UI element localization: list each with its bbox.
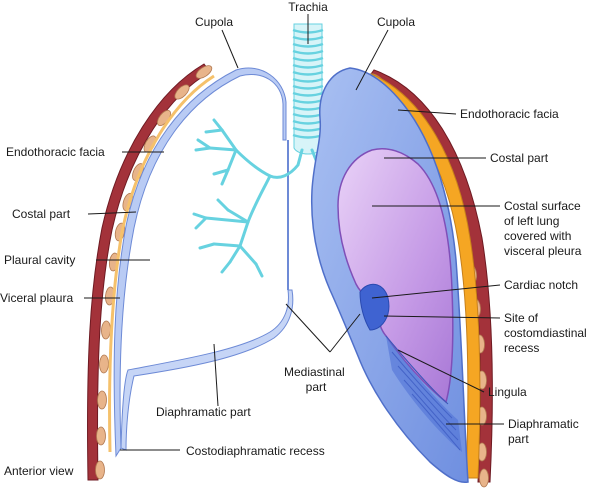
label-mediastinal-part-line-2: part	[306, 380, 327, 394]
label-cardiac-notch: Cardiac notch	[504, 278, 578, 292]
label-costal-surface-line-1: Costal surface	[504, 199, 581, 213]
right-diaphragmatic-pleura	[120, 289, 294, 451]
label-costal-surface-line-4: visceral pleura	[504, 244, 582, 258]
endothoracic-facia-right	[108, 74, 215, 453]
trachea-ring	[292, 84, 324, 90]
labels: Trachia Cupola Cupola Endothoracic facia…	[0, 0, 590, 478]
trachea-ring	[292, 77, 324, 83]
label-costal-surface-line-2: of left lung	[504, 214, 559, 228]
rib-segment	[96, 426, 106, 446]
rib-segment	[174, 84, 190, 100]
label-costal-part-left: Costal part	[490, 151, 549, 165]
cardiac-notch-shape	[359, 283, 390, 331]
trachea-rings	[292, 23, 324, 155]
trachea-ring	[292, 70, 324, 76]
trachea-ring	[292, 91, 324, 97]
label-viceral-plaura: Viceral plaura	[0, 291, 73, 305]
rib-segment	[95, 460, 105, 480]
trachea-ring	[292, 63, 324, 69]
right-pleural-sac	[113, 67, 287, 458]
trachea-ring	[292, 42, 324, 48]
label-diaphramatic-part-left-line-2: part	[508, 432, 529, 446]
lower-pleural-shadow	[386, 336, 462, 452]
label-cupola-left: Cupola	[377, 15, 415, 29]
label-trachia: Trachia	[288, 0, 328, 14]
label-costomdiastinal-recess-line-1: Site of	[504, 311, 539, 325]
label-lingula: Lingula	[488, 385, 527, 399]
label-costodiaphramatic-recess: Costodiaphramatic recess	[186, 444, 325, 458]
label-diaphramatic-part-left-line-1: Diaphramatic	[508, 417, 579, 431]
rib-segment	[195, 65, 213, 79]
label-plaural-cavity: Plaural cavity	[4, 253, 75, 267]
rib-segment	[97, 390, 107, 410]
label-costomdiastinal-recess-line-2: costomdiastinal	[504, 326, 587, 340]
label-endothoracic-facia-right: Endothoracic facia	[6, 145, 105, 159]
label-costal-surface-line-3: covered with	[504, 229, 571, 243]
label-costal-part-right: Costal part	[12, 207, 71, 221]
rib-segment	[99, 354, 109, 374]
label-costomdiastinal-recess: Site of costomdiastinal recess	[504, 311, 590, 355]
rib-segment	[479, 468, 489, 488]
label-endothoracic-facia-left: Endothoracic facia	[460, 107, 559, 121]
trachea-ring	[292, 56, 324, 62]
label-mediastinal-part: Mediastinal part	[284, 365, 348, 394]
bronchial-tree	[192, 118, 336, 278]
endothoracic-facia-left	[365, 73, 481, 479]
label-mediastinal-part-line-1: Mediastinal	[284, 365, 345, 379]
label-costal-surface: Costal surface of left lung covered with…	[504, 199, 584, 258]
label-costomdiastinal-recess-line-3: recess	[504, 341, 539, 355]
label-diaphramatic-part-right: Diaphramatic part	[156, 405, 251, 419]
leader-lines	[84, 14, 504, 451]
label-diaphramatic-part-left: Diaphramatic part	[508, 417, 582, 446]
right-chest-wall	[87, 63, 211, 481]
rib-segment	[101, 320, 111, 340]
label-anterior-view: Anterior view	[4, 464, 74, 478]
label-cupola-right: Cupola	[195, 15, 233, 29]
trachea-ring	[292, 49, 324, 55]
